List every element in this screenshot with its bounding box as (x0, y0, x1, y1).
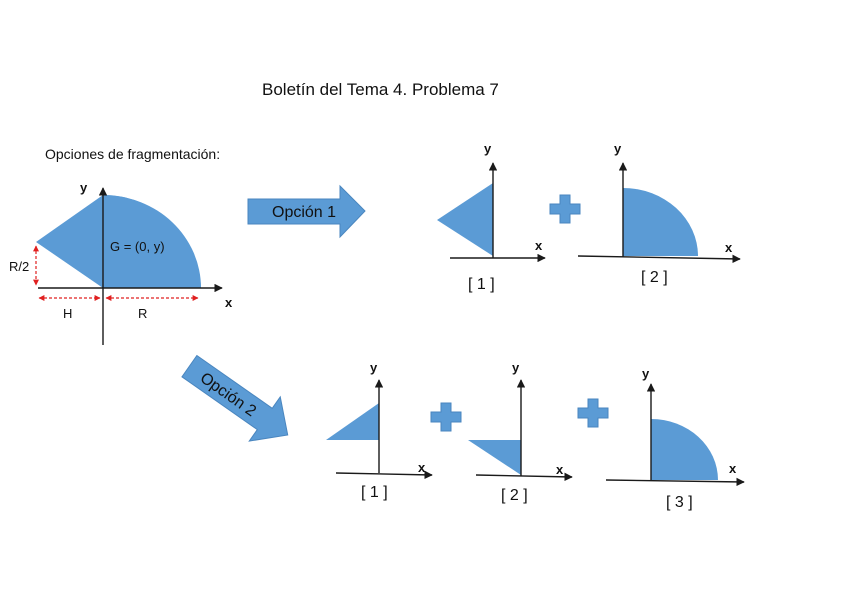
option1-part2-y-label: y (614, 141, 622, 156)
main-axis-y-label: y (80, 180, 88, 195)
main-quarter (103, 195, 201, 288)
option1-part1-y-label: y (484, 141, 492, 156)
option1-part2-x-axis (577, 254, 741, 264)
option1-part1: x y [ 1 ] (437, 141, 546, 293)
dim-height-label: R/2 (9, 259, 29, 274)
option2-arrow-icon: Opción 2 (181, 354, 289, 442)
dim-right-label: R (138, 306, 147, 321)
option2-part3-quarter (651, 419, 718, 480)
option1-part2-x-label: x (725, 240, 733, 255)
option2-part1-y-label: y (370, 360, 378, 375)
plus-icon (549, 194, 581, 224)
option2-part2-x-axis (475, 472, 573, 482)
option1-arrow-icon: Opción 1 (247, 184, 366, 239)
main-axis-x-label: x (225, 295, 233, 310)
option2-part2-triangle (468, 440, 521, 475)
option1-part2-quarter (623, 188, 698, 256)
option2-part2: x y [ 2 ] (468, 360, 573, 504)
option2-part3-x-axis (605, 477, 745, 487)
option2-part3-y-label: y (642, 366, 650, 381)
option1-part2: x y [ 2 ] (577, 141, 741, 286)
option1-label: Opción 1 (272, 204, 336, 221)
centroid-label: G = (0, y) (110, 239, 165, 254)
option1-part1-x-label: x (535, 238, 543, 253)
plus-icon (577, 398, 609, 428)
subtitle: Opciones de fragmentación: (45, 146, 220, 162)
option2-part1-x-label: x (418, 460, 426, 475)
option1-part1-caption: [ 1 ] (468, 276, 495, 293)
option2-part1-x-axis (335, 470, 433, 480)
option2-part1-caption: [ 1 ] (361, 484, 388, 501)
option2-part1-triangle (326, 403, 379, 440)
option2-part3: x y [ 3 ] (605, 366, 745, 511)
main-figure: x y G = (0, y) R/2 H R (9, 180, 233, 345)
option1-part1-triangle (437, 183, 493, 256)
page-title: Boletín del Tema 4. Problema 7 (262, 80, 499, 99)
option2-part2-caption: [ 2 ] (501, 487, 528, 504)
dim-left-label: H (63, 306, 72, 321)
option2-part2-y-label: y (512, 360, 520, 375)
option1-part2-caption: [ 2 ] (641, 269, 668, 286)
plus-icon (430, 402, 462, 432)
option2-part1: x y [ 1 ] (326, 360, 433, 501)
option2-part3-x-label: x (729, 461, 737, 476)
option2-part2-x-label: x (556, 462, 564, 477)
option2-part3-caption: [ 3 ] (666, 494, 693, 511)
